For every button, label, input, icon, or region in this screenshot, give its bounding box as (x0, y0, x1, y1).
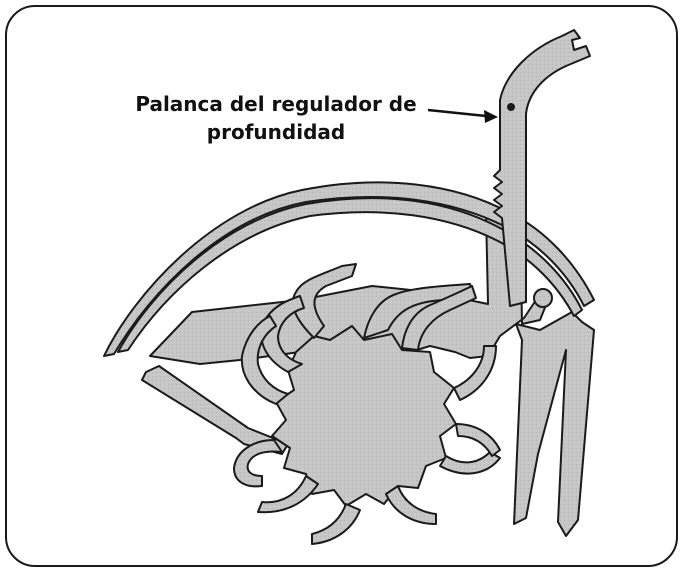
lever-callout-label: Palanca del regulador de profundidad (128, 90, 424, 146)
callout-line-1: Palanca del regulador de (135, 92, 417, 116)
tine (257, 475, 319, 514)
handle-bar (141, 365, 289, 455)
tine (401, 285, 477, 351)
tine (455, 423, 501, 457)
shield-outer (103, 181, 595, 357)
depth-regulator-lever (493, 29, 591, 307)
depth-stake (513, 311, 595, 537)
tine (439, 451, 501, 475)
tine-hub (271, 325, 457, 507)
tine (240, 315, 289, 405)
callout-arrow (427, 108, 498, 123)
tine (453, 345, 497, 401)
tine (385, 485, 437, 525)
tine (233, 439, 283, 488)
callout-line-2: profundidad (206, 120, 346, 144)
shield-inner (117, 197, 583, 353)
pivot-boss (533, 288, 553, 308)
tine (311, 503, 361, 545)
lever-pin (507, 103, 515, 111)
